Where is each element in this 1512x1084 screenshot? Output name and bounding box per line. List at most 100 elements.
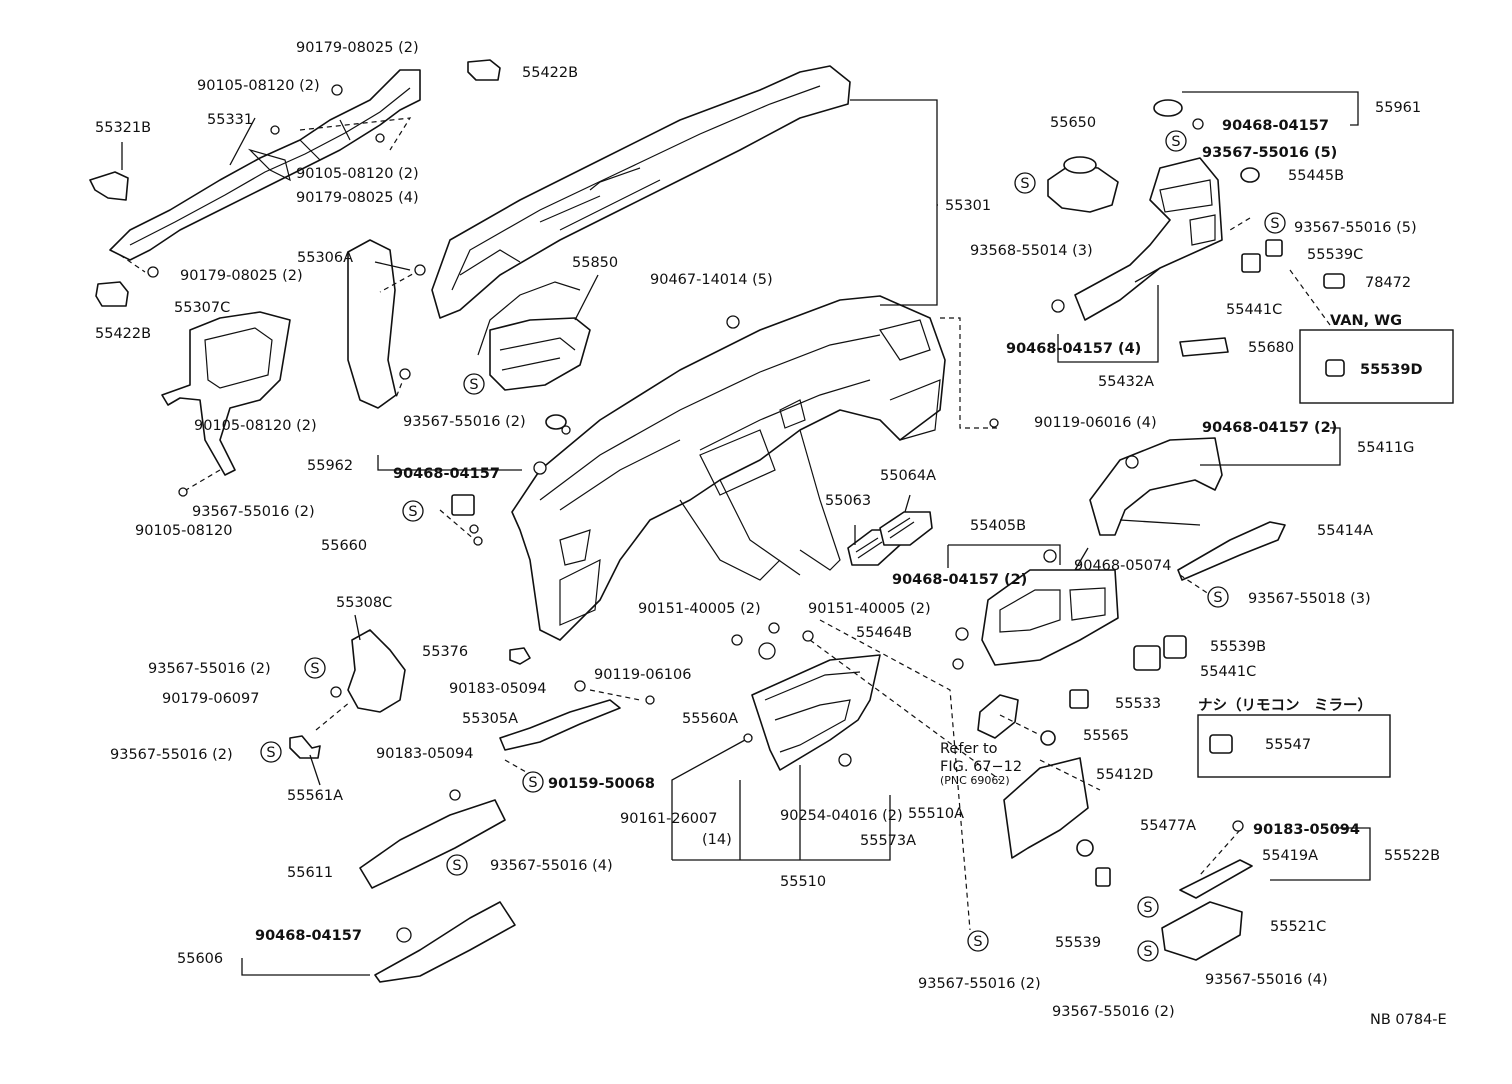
s-mark-icon (463, 373, 485, 395)
label-90183b: 90183-05094 (376, 746, 474, 762)
clip-icon (1125, 455, 1139, 469)
bolt-icon (178, 487, 188, 497)
s-mark-text: S (452, 858, 461, 874)
s-mark-icon (967, 930, 989, 952)
label-refer-2: FIG. 67−12 (940, 759, 1022, 775)
label-93567j: 93567-55016 (2) (918, 976, 1041, 992)
van-wg-box (1299, 329, 1454, 404)
label-93567f: 93567-55016 (2) (148, 661, 271, 677)
s-mark-text: S (1213, 590, 1222, 606)
label-55063: 55063 (825, 493, 871, 509)
part-55539c-clip (1265, 239, 1283, 257)
clip-icon (1232, 820, 1244, 832)
part-55441c-clip-top (1241, 253, 1261, 273)
leader-lines (121, 91, 1371, 976)
clip-icon (561, 425, 571, 435)
label-55411g: 55411G (1357, 440, 1414, 456)
clip-icon (955, 627, 969, 641)
clip-icon (449, 789, 461, 801)
s-mark-text: S (1270, 216, 1279, 232)
part-55405b-center-panel (981, 569, 1119, 666)
label-90179a: 90179-08025 (2) (296, 40, 419, 56)
part-dashboard-main (511, 295, 946, 641)
clip-icon (952, 658, 964, 670)
label-93567d: 93567-55016 (5) (1294, 220, 1417, 236)
label-55405b: 55405B (970, 518, 1026, 534)
part-55301-dash-pad (431, 65, 851, 319)
part-55962-clip (545, 414, 567, 430)
s-mark-icon (260, 741, 282, 763)
bolt-icon (399, 368, 411, 380)
label-55477a: 55477A (1140, 818, 1196, 834)
s-mark-icon (1207, 586, 1229, 608)
s-mark-text: S (528, 775, 537, 791)
label-55560a: 55560A (682, 711, 738, 727)
s-mark-icon (1264, 212, 1286, 234)
label-90105c: 90105-08120 (135, 523, 233, 539)
label-55432a: 55432A (1098, 374, 1154, 390)
label-55445b: 55445B (1288, 168, 1344, 184)
s-mark-text: S (310, 661, 319, 677)
label-90468c: 90468-04157 (4) (1006, 341, 1141, 357)
part-55412d-lower-panel (1003, 757, 1089, 859)
label-55510a: 55510A (908, 806, 964, 822)
part-55064a-vent (879, 511, 933, 546)
label-55414a: 55414A (1317, 523, 1373, 539)
s-mark-text: S (973, 934, 982, 950)
s-mark-text: S (1020, 176, 1029, 192)
clip-icon (469, 524, 479, 534)
label-93567k: 93567-55016 (4) (490, 858, 613, 874)
label-55660: 55660 (321, 538, 367, 554)
part-55477a-clip (1076, 839, 1094, 857)
part-55305a-brace (499, 699, 621, 751)
part-55445b-cap (1240, 167, 1260, 183)
label-55321b: 55321B (95, 120, 151, 136)
s-mark-text: S (1143, 900, 1152, 916)
label-90161-qty: (14) (702, 832, 732, 848)
clip-icon (802, 630, 814, 642)
label-78472: 78472 (1365, 275, 1411, 291)
label-55611: 55611 (287, 865, 333, 881)
label-55850: 55850 (572, 255, 618, 271)
label-90254: 90254-04016 (2) (780, 808, 903, 824)
label-90468d: 90468-04157 (2) (1202, 420, 1337, 436)
clip-icon (758, 642, 776, 660)
part-55961-cap (1153, 99, 1183, 117)
part-55539d-clip (1325, 359, 1345, 377)
label-55680: 55680 (1248, 340, 1294, 356)
label-55539c: 55539C (1307, 247, 1363, 263)
s-marks: S S S S S S S S S S S S S (260, 130, 1286, 962)
clip-icon (726, 315, 740, 329)
clip-icon (396, 927, 412, 943)
clip-icon (743, 733, 753, 743)
part-55533-clip (1069, 689, 1089, 709)
part-55376-clip (509, 647, 531, 665)
label-55441c-mid: 55441C (1200, 664, 1256, 680)
label-90151a: 90151-40005 (2) (638, 601, 761, 617)
part-55606-trim (374, 901, 516, 983)
part-78472-plate (1323, 273, 1345, 289)
label-55539d: 55539D (1360, 362, 1422, 378)
label-55305a: 55305A (462, 711, 518, 727)
s-mark-text: S (1171, 134, 1180, 150)
label-55422b-left: 55422B (95, 326, 151, 342)
nut-icon (270, 125, 280, 135)
clip-icon (768, 622, 780, 634)
label-93567g: 93567-55016 (2) (110, 747, 233, 763)
label-code: NB 0784-E (1370, 1012, 1447, 1028)
clip-icon (1192, 118, 1204, 130)
label-55521c: 55521C (1270, 919, 1326, 935)
nut-icon (147, 266, 159, 278)
nut-icon (330, 686, 342, 698)
part-55432a-panel (1074, 157, 1223, 321)
label-90161: 90161-26007 (620, 811, 718, 827)
label-55650: 55650 (1050, 115, 1096, 131)
label-refer-1: Refer to (940, 741, 998, 757)
label-90119a: 90119-06016 (4) (1034, 415, 1157, 431)
part-55539b-clip (1163, 635, 1187, 659)
s-mark-icon (1137, 896, 1159, 918)
clip-icon (533, 461, 547, 475)
part-55422b-top (467, 59, 501, 81)
nut-icon (331, 84, 343, 96)
